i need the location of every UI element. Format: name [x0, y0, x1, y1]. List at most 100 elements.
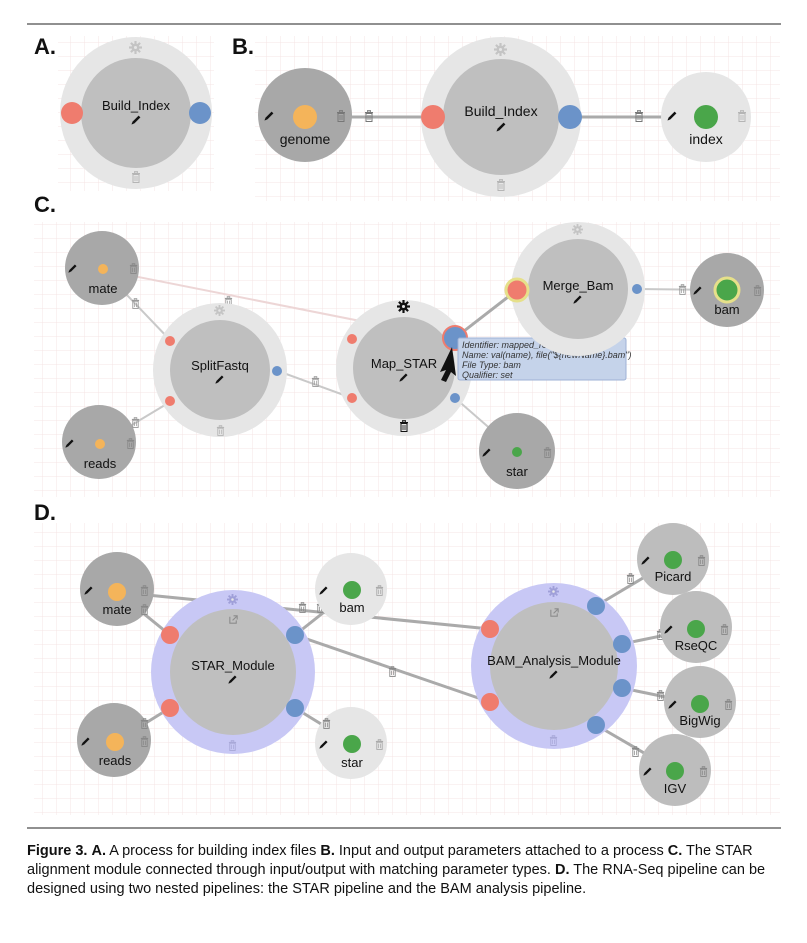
process-inner-circle	[81, 58, 191, 168]
node-bigwig[interactable]: BigWig	[664, 666, 736, 738]
value-port[interactable]	[106, 733, 124, 751]
module-inner-circle	[490, 602, 618, 730]
workflow-figure: A. Build_Index B. genome Build_Index ind…	[27, 23, 781, 829]
node-bam-c[interactable]: bam	[690, 253, 764, 327]
output-param-port[interactable]	[613, 679, 631, 697]
node-igv[interactable]: IGV	[639, 734, 711, 806]
caption-d-label: D.	[554, 862, 570, 878]
value-port[interactable]	[293, 105, 317, 129]
param-label: bam	[339, 600, 364, 615]
input-param-port[interactable]	[347, 334, 357, 344]
process-label: Map_STAR	[371, 356, 437, 371]
gear-icon[interactable]	[548, 586, 559, 597]
module-bam-analysis[interactable]: BAM_Analysis_Module	[471, 583, 637, 749]
value-port[interactable]	[713, 276, 741, 304]
gear-icon[interactable]	[397, 300, 410, 313]
gear-icon[interactable]	[494, 43, 507, 56]
node-index[interactable]: index	[661, 72, 751, 162]
node-mate-d[interactable]: mate	[80, 552, 154, 626]
process-inner-circle	[443, 59, 559, 175]
caption-c-text: The STAR alignment module connected thro…	[27, 843, 753, 878]
value-port[interactable]	[666, 762, 684, 780]
process-label: Build_Index	[464, 103, 537, 119]
param-label: star	[506, 464, 528, 479]
process-build-index-b[interactable]: Build_Index	[421, 37, 582, 197]
gear-icon[interactable]	[227, 594, 238, 605]
param-label: genome	[280, 131, 331, 147]
param-label: BigWig	[679, 713, 720, 728]
panel-c-label: C.	[34, 192, 56, 217]
process-merge-bam[interactable]: Merge_Bam	[504, 222, 645, 356]
caption-a-text: A process for building index files	[105, 843, 321, 859]
node-bam-d[interactable]: bam	[315, 553, 387, 625]
value-port[interactable]	[95, 439, 105, 449]
tooltip-qualifier: Qualifier: set	[462, 370, 513, 380]
caption-b-text: Input and output parameters attached to …	[334, 843, 668, 859]
value-port[interactable]	[108, 583, 126, 601]
node-reads-c[interactable]: reads	[62, 405, 136, 479]
output-param-port[interactable]	[286, 699, 304, 717]
param-label: bam	[714, 302, 739, 317]
tooltip-file-type: File Type: bam	[462, 360, 521, 370]
node-mate-c[interactable]: mate	[65, 231, 139, 305]
node-star-c[interactable]: star	[479, 413, 555, 489]
input-param-port[interactable]	[161, 626, 179, 644]
input-param-port[interactable]	[61, 102, 83, 124]
process-map-star[interactable]: Map_STAR	[336, 300, 472, 436]
output-param-port[interactable]	[613, 635, 631, 653]
input-param-port[interactable]	[165, 336, 175, 346]
value-port[interactable]	[664, 551, 682, 569]
value-port[interactable]	[343, 581, 361, 599]
output-param-port[interactable]	[450, 393, 460, 403]
input-param-port[interactable]	[347, 393, 357, 403]
module-inner-circle	[170, 609, 296, 735]
value-port[interactable]	[691, 695, 709, 713]
module-star[interactable]: STAR_Module	[151, 590, 315, 754]
value-port[interactable]	[98, 264, 108, 274]
node-star-d[interactable]: star	[315, 707, 387, 779]
output-param-port[interactable]	[587, 597, 605, 615]
module-label: STAR_Module	[191, 658, 275, 673]
process-splitfastq[interactable]: SplitFastq	[153, 303, 287, 437]
input-param-port-matched[interactable]	[504, 277, 530, 303]
output-param-port[interactable]	[272, 366, 282, 376]
caption-d-text: The RNA-Seq pipeline can be designed usi…	[27, 862, 766, 897]
node-rseqc[interactable]: RseQC	[660, 591, 732, 663]
process-label: Merge_Bam	[543, 278, 614, 293]
output-param-port[interactable]	[189, 102, 211, 124]
value-port[interactable]	[694, 105, 718, 129]
value-port[interactable]	[343, 735, 361, 753]
input-param-port[interactable]	[481, 620, 499, 638]
gear-icon[interactable]	[572, 224, 583, 235]
caption-figure-label: Figure 3.	[27, 843, 88, 859]
value-port[interactable]	[512, 447, 522, 457]
figure-caption: Figure 3. A. A process for building inde…	[27, 842, 787, 899]
cursor-arrow-icon	[440, 347, 456, 382]
process-build-index-a[interactable]: Build_Index	[60, 37, 212, 189]
tooltip-identifier: Identifier: mapped_reads	[462, 340, 562, 350]
gear-icon[interactable]	[129, 41, 142, 54]
output-param-port[interactable]	[587, 716, 605, 734]
module-label: BAM_Analysis_Module	[487, 653, 621, 668]
value-port[interactable]	[687, 620, 705, 638]
input-param-port[interactable]	[165, 396, 175, 406]
node-genome[interactable]: genome	[258, 68, 352, 162]
caption-c-label: C.	[667, 843, 683, 859]
edge-map-star-to-merge-bam	[454, 288, 518, 340]
output-param-port[interactable]	[558, 105, 582, 129]
param-label: reads	[99, 753, 132, 768]
gear-icon[interactable]	[214, 305, 225, 316]
process-inner-circle	[170, 320, 270, 420]
process-inner-circle	[528, 239, 628, 339]
panel-a-label: A.	[34, 34, 56, 59]
output-param-port[interactable]	[632, 284, 642, 294]
node-reads-d[interactable]: reads	[77, 703, 151, 777]
input-param-port[interactable]	[421, 105, 445, 129]
param-label: mate	[89, 281, 118, 296]
output-param-port[interactable]	[286, 626, 304, 644]
input-param-port[interactable]	[161, 699, 179, 717]
param-label: star	[341, 755, 363, 770]
edge-splitfastq-to-map-star	[277, 370, 353, 399]
input-param-port[interactable]	[481, 693, 499, 711]
node-picard[interactable]: Picard	[637, 523, 709, 595]
